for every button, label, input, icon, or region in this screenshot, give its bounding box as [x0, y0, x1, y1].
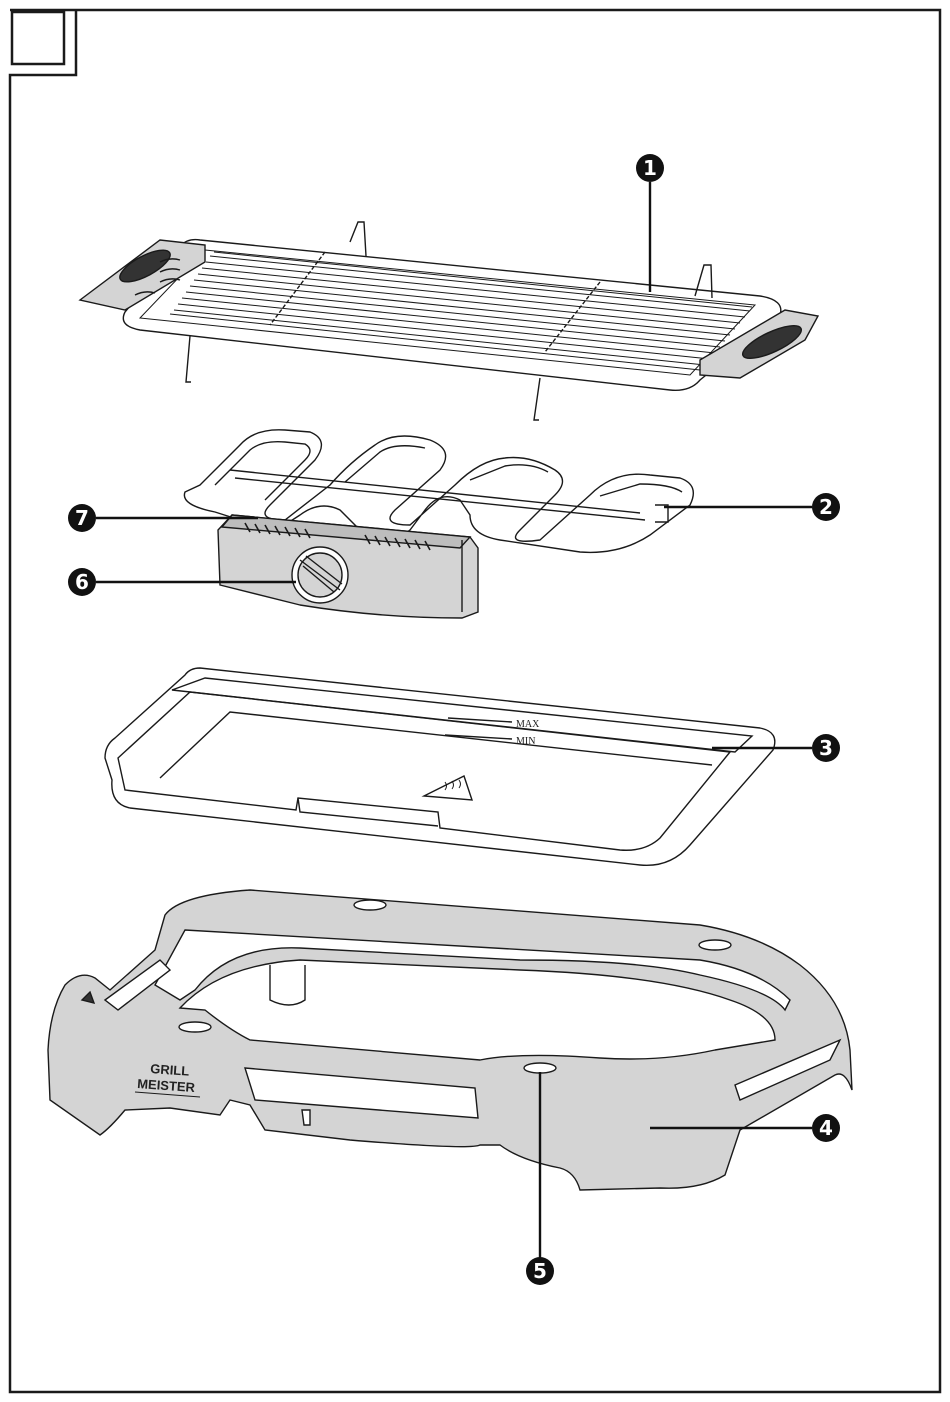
base-socket-1: [354, 900, 386, 910]
base-socket-4: [524, 1063, 556, 1073]
corner-label-box: [12, 12, 64, 64]
base-socket-2: [699, 940, 731, 950]
callout-7-indicator-light: 7: [68, 504, 96, 532]
callout-3-drip-tray: 3: [812, 734, 840, 762]
svg-text:2: 2: [819, 495, 833, 519]
callout-1-grill-grate: 1: [636, 154, 664, 182]
svg-text:6: 6: [75, 570, 89, 594]
callout-2-heating-element: 2: [812, 493, 840, 521]
base-socket-3: [179, 1022, 211, 1032]
svg-text:1: 1: [643, 156, 657, 180]
svg-text:7: 7: [75, 506, 89, 530]
drip-tray: MAX MIN: [105, 668, 775, 865]
callout-4-base: 4: [812, 1114, 840, 1142]
callout-6-temperature-dial: 6: [68, 568, 96, 596]
svg-text:3: 3: [819, 736, 833, 760]
svg-text:4: 4: [819, 1116, 833, 1140]
grill-grate: [80, 222, 818, 420]
callout-5-base-socket: 5: [526, 1257, 554, 1285]
svg-text:GRILL: GRILL: [150, 1061, 190, 1079]
svg-text:5: 5: [533, 1259, 547, 1283]
min-mark: MIN: [516, 736, 535, 747]
max-mark: MAX: [516, 719, 540, 730]
control-unit: [218, 515, 478, 618]
grill-base: GRILL MEISTER: [48, 890, 852, 1190]
